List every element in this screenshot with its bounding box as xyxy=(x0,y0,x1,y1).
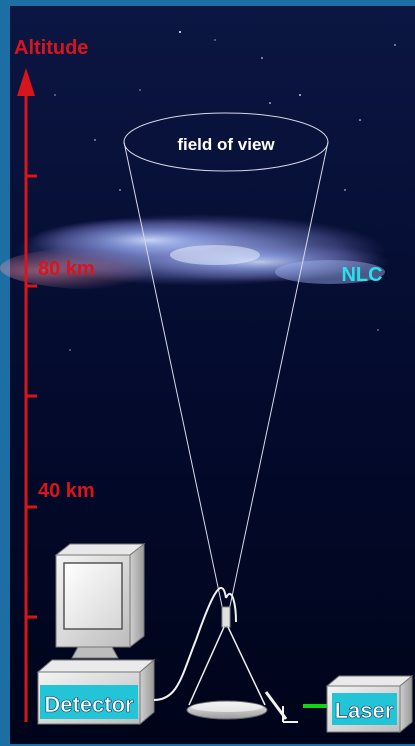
tick-label-80km: 80 km xyxy=(38,258,95,280)
fiber-cable xyxy=(153,587,227,701)
axis-ticks xyxy=(26,174,37,619)
nlc-label: NLC xyxy=(341,264,382,286)
telescope xyxy=(186,606,268,720)
noctilucent-cloud xyxy=(0,214,390,290)
detector-label-box xyxy=(40,685,138,719)
steering-mirror xyxy=(264,691,298,723)
detector-computer xyxy=(36,542,156,726)
axis-arrowhead xyxy=(17,68,35,96)
altitude-axis xyxy=(17,68,37,722)
stars xyxy=(54,31,396,351)
telescope-focus xyxy=(221,606,231,628)
detector-label: Detector xyxy=(44,692,134,717)
laser-unit xyxy=(325,674,414,734)
telescope-strut-right xyxy=(227,626,266,706)
tick-label-40km: 40 km xyxy=(38,480,95,502)
telescope-strut-left xyxy=(188,626,225,706)
laser-label: Laser xyxy=(335,698,394,723)
monitor-screen xyxy=(63,562,123,630)
fov-left-edge xyxy=(123,141,227,626)
laser-label-box xyxy=(332,693,397,725)
monitor-stand xyxy=(71,646,119,659)
fov-right-edge xyxy=(225,141,329,626)
field-of-view-cone xyxy=(123,112,329,626)
axis-title: Altitude xyxy=(14,37,88,59)
field-of-view-label: field of view xyxy=(177,135,275,154)
